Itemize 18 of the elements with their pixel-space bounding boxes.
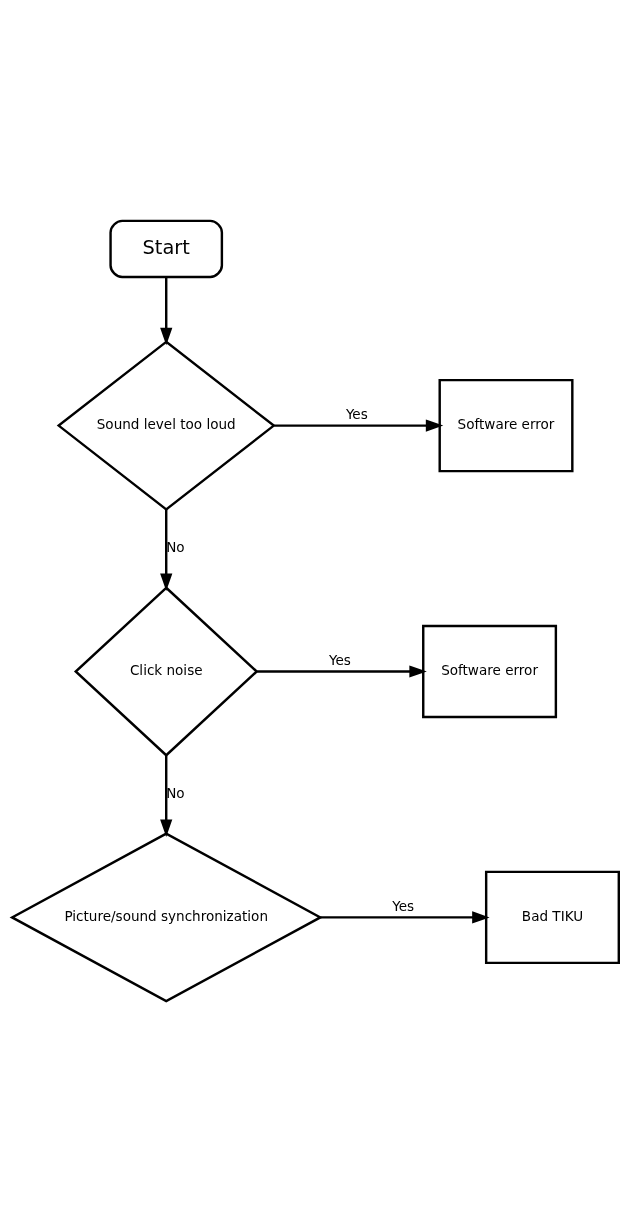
arrow xyxy=(257,664,427,678)
edge-label: No xyxy=(166,784,185,801)
node-diamond: Click noise xyxy=(73,585,259,757)
node-diamond: Sound level too loud xyxy=(56,339,276,511)
edge-label: No xyxy=(166,538,185,555)
arrow xyxy=(320,910,490,923)
arrow xyxy=(160,754,173,837)
node-box: Software error xyxy=(438,378,574,472)
edge-label: Yes xyxy=(329,651,351,668)
edge-label: Yes xyxy=(392,897,415,914)
node-box: Bad TIKU xyxy=(484,870,620,964)
node-box: Software error xyxy=(422,624,558,718)
arrow xyxy=(160,509,173,591)
arrow xyxy=(160,276,173,345)
node-box: Start xyxy=(109,219,224,278)
edge-label: Yes xyxy=(345,405,368,422)
node-diamond: Picture/sound synchronization xyxy=(9,831,323,1002)
arrow xyxy=(274,419,444,432)
